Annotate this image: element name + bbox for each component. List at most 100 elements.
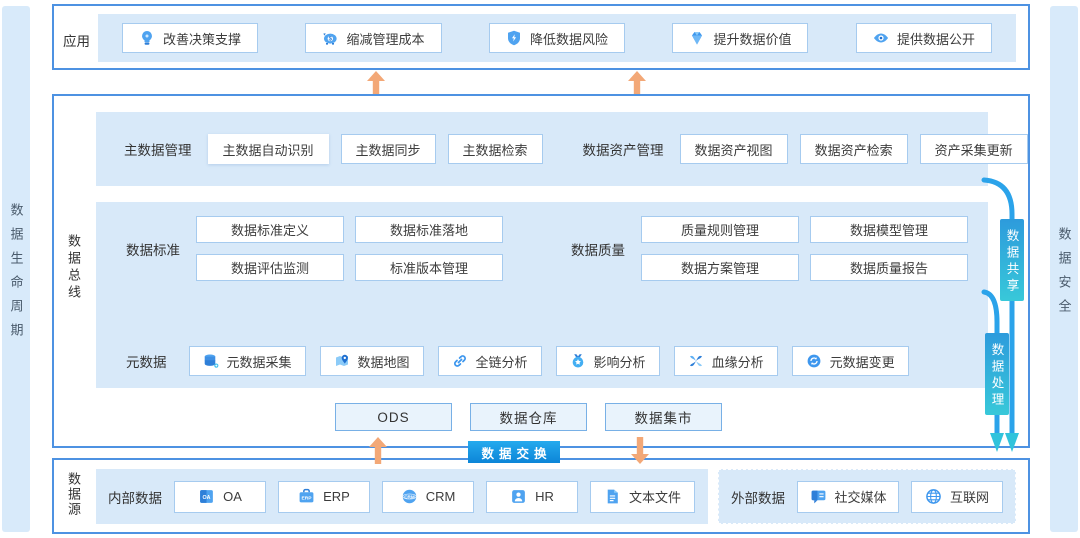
data-model-button[interactable]: 数据模型管理 [810,216,968,243]
svg-text:OA: OA [203,495,211,501]
storebox-label: 数据集市 [634,411,693,426]
app-benefit-risk[interactable]: 降低数据风险 [488,23,625,53]
data-process-badge: 数据处理 [985,333,1009,415]
application-panel: 改善决策支撑 $ 缩减管理成本 降低数据风险 提升数据价值 提供数据公开 [98,14,1016,62]
chip-label: 数据标准落地 [389,223,468,238]
ods-box[interactable]: ODS [335,403,452,431]
quality-rule-button[interactable]: 质量规则管理 [641,216,799,243]
impact-analysis-button[interactable]: 影响分析 [555,346,660,376]
application-layer-section: 应用 改善决策支撑 $ 缩减管理成本 降低数据风险 提升数据价值 提供数据公开 [52,4,1030,70]
hr-source-button[interactable]: HR [486,480,578,513]
master-data-auto-identify-button[interactable]: 主数据自动识别 [207,134,329,164]
chip-label: 数据评估监测 [230,261,309,276]
diamond-icon [689,30,705,46]
data-quality-group: 数据质量 质量规则管理 数据模型管理 数据方案管理 数据质量报告 [571,216,968,281]
data-process-label: 数据处理 [989,343,1004,409]
chip-label: HR [535,489,554,504]
master-data-search-button[interactable]: 主数据检索 [447,134,543,164]
data-quality-label: 数据质量 [571,242,625,258]
standard-version-button[interactable]: 标准版本管理 [355,254,503,281]
chip-label: 数据标准定义 [230,223,309,238]
metadata-change-button[interactable]: 元数据变更 [791,346,909,376]
application-layer-label: 应用 [63,34,90,49]
app-benefit-label: 缩减管理成本 [346,31,425,47]
data-asset-view-button[interactable]: 数据资产视图 [679,134,788,164]
internal-data-label: 内部数据 [108,490,162,506]
data-asset-search-button[interactable]: 数据资产检索 [799,134,908,164]
svg-text:$: $ [329,37,333,43]
flow-arrow-down-icon [630,437,650,469]
erp-source-button[interactable]: ERP ERP [278,480,370,513]
chip-label: 数据模型管理 [849,223,928,238]
crm-source-button[interactable]: CRM CRM [382,480,474,513]
oa-source-button[interactable]: OA OA [174,480,266,513]
svg-text:CRM: CRM [404,495,415,500]
chip-label: 文本文件 [629,490,682,505]
chip-label: 资产采集更新 [934,142,1013,158]
chip-label: ERP [323,489,350,504]
standard-evaluate-button[interactable]: 数据评估监测 [196,254,344,281]
data-mart-box[interactable]: 数据集市 [605,403,722,431]
app-benefit-decision[interactable]: 改善决策支撑 [122,23,259,53]
standard-define-button[interactable]: 数据标准定义 [196,216,344,243]
standard-implement-button[interactable]: 数据标准落地 [355,216,503,243]
chip-label: 标准版本管理 [389,261,468,276]
app-benefit-label: 提供数据公开 [896,31,975,47]
chip-label: 主数据检索 [462,142,528,158]
data-map-button[interactable]: 数据地图 [319,346,424,376]
text-file-icon [604,488,621,505]
master-asset-panel: 主数据管理 主数据自动识别 主数据同步 主数据检索 数据资产管理 数据资产视图 … [96,112,1028,186]
data-standard-group: 数据标准 数据标准定义 数据标准落地 数据评估监测 标准版本管理 [116,216,503,281]
flow-arrow-up-icon [627,71,647,99]
quality-report-button[interactable]: 数据质量报告 [810,254,968,281]
link-icon [452,353,468,369]
chip-label: 数据资产检索 [814,142,893,158]
chip-label: CRM [425,489,456,504]
storage-row: ODS 数据仓库 数据集市 [335,403,722,431]
app-benefit-cost[interactable]: $ 缩减管理成本 [305,23,442,53]
data-bus-section: 数据总线 主数据管理 主数据自动识别 主数据同步 主数据检索 数据资产管理 数据… [52,94,1030,448]
chip-label: 主数据自动识别 [222,142,314,158]
lineage-branch-icon [688,353,704,369]
internal-data-panel: 内部数据 OA OA ERP ERP CRM CRM HR 文本文件 [96,469,708,524]
quality-plan-button[interactable]: 数据方案管理 [641,254,799,281]
chip-label: 血缘分析 [711,354,764,370]
chip-label: 数据资产视图 [694,142,773,158]
change-cycle-icon [806,353,822,369]
impact-badge-icon [570,353,586,369]
app-benefit-label: 提升数据价值 [713,31,792,47]
piggy-bank-icon: $ [322,30,338,46]
data-source-section: 数据源 内部数据 OA OA ERP ERP CRM CRM HR 文本文件 [52,458,1030,534]
data-security-label: 数据安全 [1056,226,1072,323]
data-warehouse-box[interactable]: 数据仓库 [470,403,587,431]
full-chain-analysis-button[interactable]: 全链分析 [437,346,542,376]
internet-source-button[interactable]: 互联网 [911,480,1003,513]
text-file-source-button[interactable]: 文本文件 [590,480,696,513]
storebox-label: 数据仓库 [499,411,558,426]
chip-label: 元数据变更 [829,354,895,370]
database-icon [203,353,219,369]
asset-collect-update-button[interactable]: 资产采集更新 [919,134,1028,164]
app-benefit-value[interactable]: 提升数据价值 [672,23,809,53]
crm-globe-icon: CRM [401,488,418,505]
erp-box-icon: ERP [298,488,315,505]
hr-person-icon [510,488,527,505]
data-asset-label: 数据资产管理 [582,143,664,158]
lineage-analysis-button[interactable]: 血缘分析 [673,346,778,376]
data-security-strip: 数据安全 [1050,6,1078,532]
chip-label: OA [223,489,242,504]
metadata-label: 元数据 [126,355,167,370]
master-data-sync-button[interactable]: 主数据同步 [340,134,436,164]
master-data-label: 主数据管理 [124,143,192,158]
app-benefit-openness[interactable]: 提供数据公开 [855,23,992,53]
metadata-collect-button[interactable]: 元数据采集 [188,346,306,376]
chip-label: 全链分析 [475,354,528,370]
social-media-source-button[interactable]: 社交媒体 [797,480,899,513]
data-share-badge: 数据共享 [1000,219,1024,301]
app-benefit-label: 降低数据风险 [529,31,608,47]
external-data-panel: 外部数据 社交媒体 互联网 [718,469,1016,524]
metadata-group: 元数据 元数据采集 数据地图 全链分析 影响分析 [112,346,972,376]
oa-doc-icon: OA [198,488,215,505]
chip-label: 数据地图 [357,354,410,370]
